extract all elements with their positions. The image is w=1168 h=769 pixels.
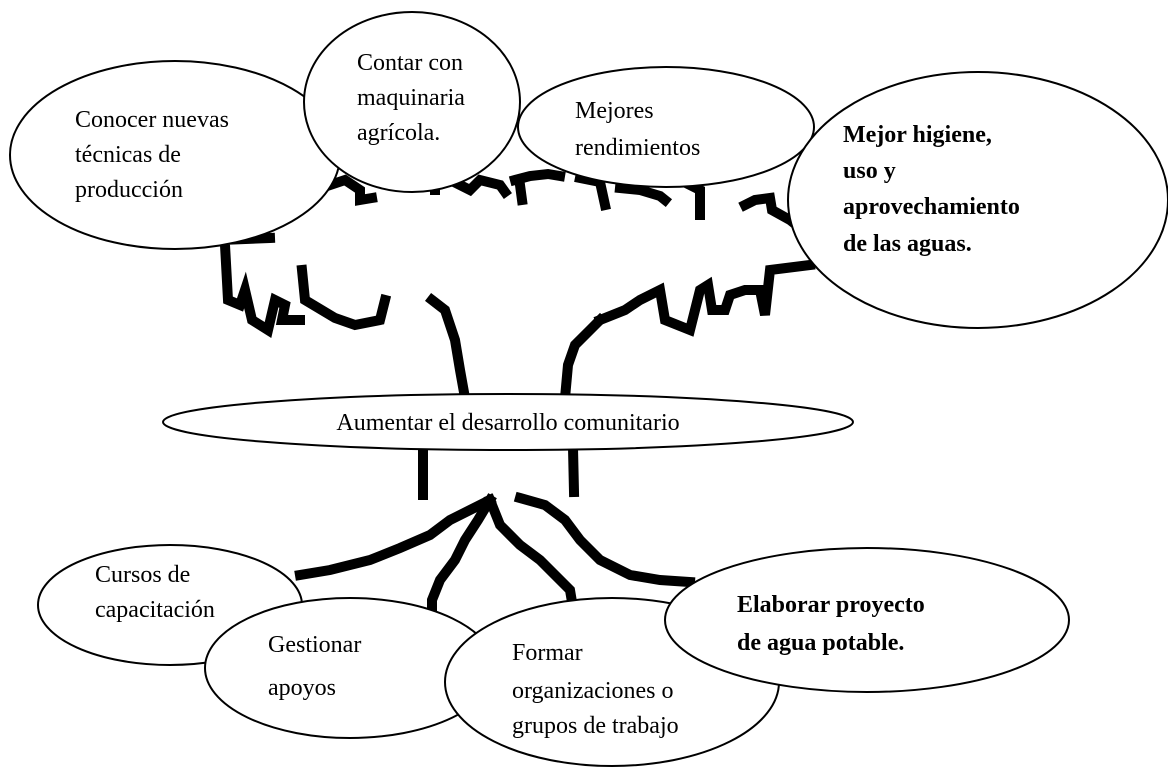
node-elaborar-line-2: de agua potable. <box>737 630 904 656</box>
node-gestionar-line-1: Gestionar <box>268 632 361 658</box>
root-mid-left <box>427 493 497 615</box>
canopy-outline <box>214 232 816 338</box>
node-higiene-line-4: de las aguas. <box>843 231 972 257</box>
node-cursos-line-1: Cursos de <box>95 562 190 588</box>
node-gestionar-apoyos: Gestionar apoyos <box>204 597 496 739</box>
node-conocer-nuevas-tecnicas: Conocer nuevas técnicas de producción <box>9 60 341 250</box>
node-higiene-line-2: uso y <box>843 158 896 184</box>
node-contar-con-maquinaria: Contar con maquinaria agrícola. <box>303 11 521 193</box>
root-mid-right <box>483 493 578 608</box>
node-conocer-line-2: técnicas de <box>75 142 181 168</box>
node-mejor-higiene: Mejor higiene, uso y aprovechamiento de … <box>787 71 1168 329</box>
node-formar-line-2: organizaciones o <box>512 678 674 704</box>
node-contar-line-1: Contar con <box>357 50 463 76</box>
node-elaborar-line-1: Elaborar proyecto <box>737 592 925 618</box>
tree-drawing <box>214 168 822 615</box>
node-elaborar-proyecto: Elaborar proyecto de agua potable. <box>664 547 1070 693</box>
node-formar-line-3: grupos de trabajo <box>512 713 679 739</box>
node-cursos-line-2: capacitación <box>95 597 215 623</box>
node-conocer-line-3: producción <box>75 177 183 203</box>
trunk-right <box>559 312 608 404</box>
node-mejores-line-1: Mejores <box>575 98 654 124</box>
root-left <box>294 493 497 581</box>
node-mejores-line-2: rendimientos <box>575 135 700 161</box>
node-aumentar-desarrollo: Aumentar el desarrollo comunitario <box>162 393 854 451</box>
node-contar-line-2: maquinaria <box>357 85 465 111</box>
node-formar-line-1: Formar <box>512 640 583 666</box>
node-aumentar-label: Aumentar el desarrollo comunitario <box>336 410 679 436</box>
trunk-left <box>424 292 471 404</box>
node-gestionar-line-2: apoyos <box>268 675 336 701</box>
node-higiene-line-1: Mejor higiene, <box>843 122 992 148</box>
node-higiene-line-3: aprovechamiento <box>843 194 1020 220</box>
root-right <box>513 491 696 588</box>
node-mejores-rendimientos: Mejores rendimientos <box>517 66 815 188</box>
node-conocer-line-1: Conocer nuevas <box>75 107 229 133</box>
node-contar-line-3: agrícola. <box>357 120 440 146</box>
trunk-lower-right <box>567 442 580 498</box>
